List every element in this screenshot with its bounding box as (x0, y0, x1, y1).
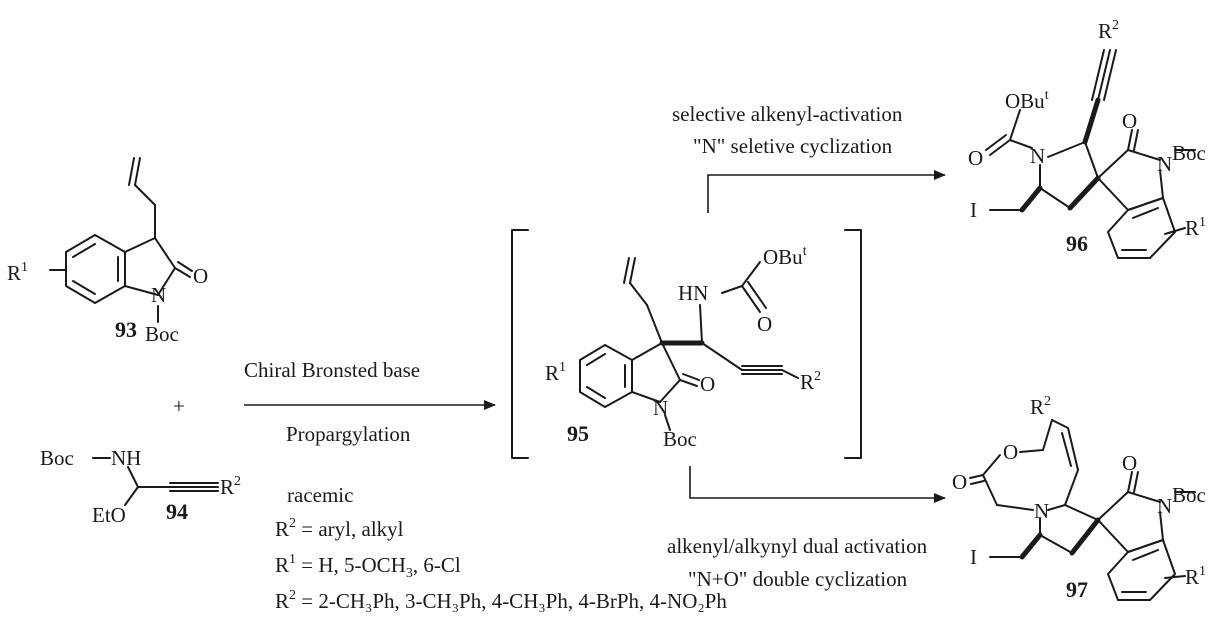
iodine-label-97: I (970, 545, 977, 569)
carbonyl-oxygen-96: O (968, 146, 983, 170)
r1-label-93: R1 (7, 260, 28, 285)
oxindole-nitrogen-97: N (1157, 494, 1172, 518)
r1-label-96: R1 (1185, 215, 1206, 240)
r2-label-96: R2 (1098, 18, 1119, 43)
compound-94-structure (92, 457, 219, 506)
carbonyl-oxygen-97: O (952, 470, 967, 494)
r2-substituent-list: R2 = 2-CH₃Ph, 3-CH₃Ph, 4-CH₃Ph, 4-BrPh, … (275, 588, 727, 613)
compound-number-93: 93 (115, 317, 137, 342)
oxindole-oxygen-97: O (1122, 451, 1137, 475)
oxindole-oxygen-96: O (1122, 109, 1137, 133)
lower-path-line2: "N+O" double cyclization (688, 567, 908, 591)
lower-path-arrow (689, 466, 946, 503)
r2-label-95: R2 (800, 369, 821, 394)
racemic-note: racemic (287, 483, 353, 507)
compound-95-structure (579, 257, 799, 431)
obut-label-96: OBut (1005, 88, 1049, 113)
carbonyl-oxygen-95: O (757, 312, 772, 336)
boc-label-94: Boc (40, 446, 74, 470)
boc-label-96: Boc (1172, 141, 1206, 165)
obut-label-95: OBut (763, 244, 807, 269)
nitrogen-label-95: N (653, 396, 668, 420)
compound-number-95: 95 (567, 421, 589, 446)
iodine-label-96: I (970, 198, 977, 222)
compound-97-structure (969, 419, 1196, 601)
r1-label-97: R1 (1185, 564, 1206, 589)
hn-label-95: HN (678, 281, 708, 305)
boc-label-97: Boc (1172, 483, 1206, 507)
oxygen-label-93: O (193, 264, 208, 288)
plus-sign: + (173, 394, 185, 418)
compound-number-96: 96 (1066, 231, 1088, 256)
compound-number-97: 97 (1066, 577, 1088, 602)
r1-label-95: R1 (545, 360, 566, 385)
nitrogen-label-97: N (1034, 499, 1049, 523)
boc-label-93: Boc (145, 322, 179, 346)
oxygen-label-95: O (700, 372, 715, 396)
compound-96-structure (985, 49, 1196, 259)
r2-label-94: R2 (220, 474, 241, 499)
upper-path-line2: "N" seletive cyclization (693, 134, 893, 158)
upper-path-arrow (707, 170, 946, 213)
ring-oxygen-97: O (1003, 440, 1018, 464)
compound-number-94: 94 (166, 499, 188, 524)
lower-path-line1: alkenyl/alkynyl dual activation (667, 534, 928, 558)
reagent-label: Chiral Bronsted base (244, 358, 420, 382)
right-bracket (844, 229, 862, 459)
oxindole-nitrogen-96: N (1157, 152, 1172, 176)
boc-label-95: Boc (663, 427, 697, 451)
nitrogen-label-96: N (1030, 144, 1045, 168)
nh-label-94: NH (111, 446, 141, 470)
nitrogen-label-93: N (151, 283, 166, 307)
r2-definition: R2 = aryl, alkyl (275, 516, 404, 541)
upper-path-line1: selective alkenyl-activation (672, 102, 903, 126)
r2-label-97: R2 (1030, 394, 1051, 419)
eto-label-94: EtO (92, 503, 126, 527)
r1-definition: R1 = H, 5-OCH3, 6-Cl (275, 552, 461, 581)
condition-label: Propargylation (286, 422, 411, 446)
compound-93-structure (49, 157, 193, 323)
left-bracket (511, 229, 529, 459)
